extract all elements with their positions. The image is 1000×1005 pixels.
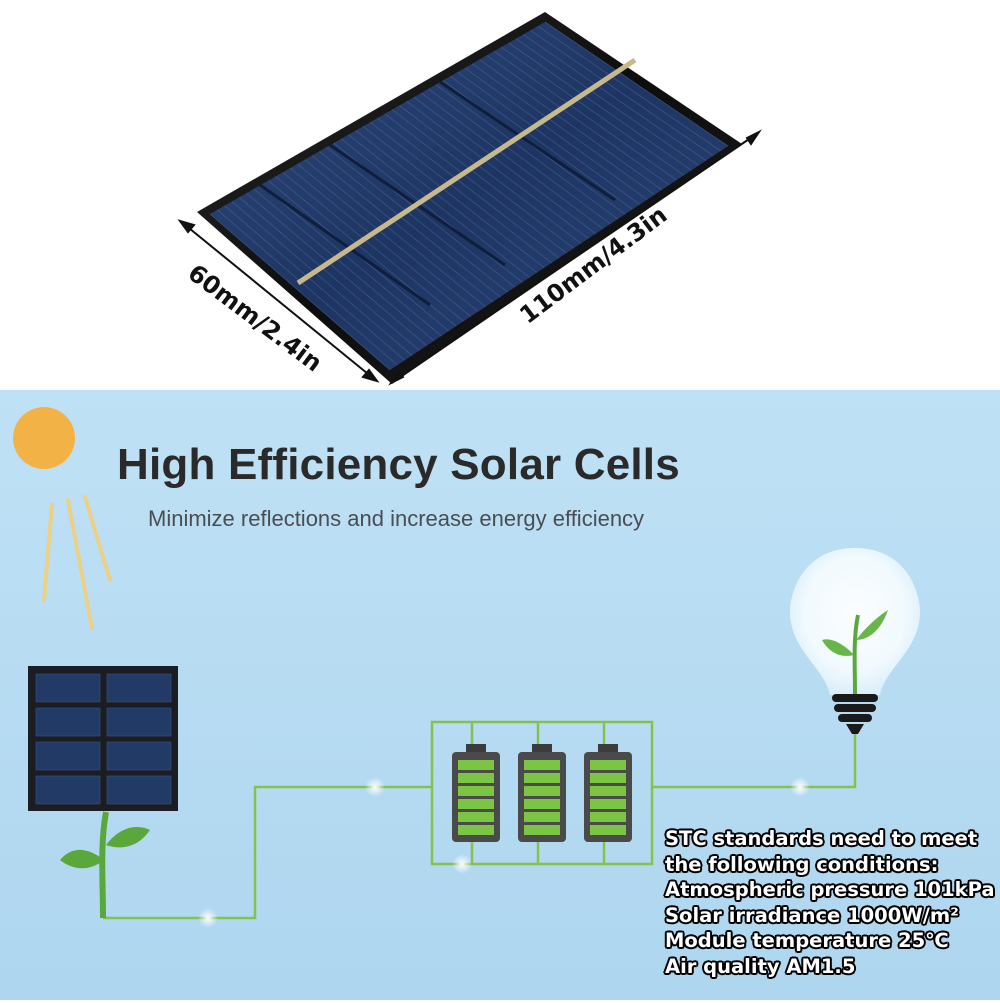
cell-line — [544, 21, 729, 147]
cell-line — [471, 63, 655, 196]
cell-line — [537, 25, 721, 152]
battery-charge-bar — [458, 786, 494, 796]
cell-line — [420, 92, 604, 230]
cell-line — [464, 67, 648, 200]
small-panel-cell — [106, 741, 172, 771]
battery-charge-bar — [458, 825, 494, 835]
small-panel-cell — [35, 707, 101, 737]
cell-line — [282, 171, 464, 322]
battery-charge-bar — [458, 760, 494, 770]
cell-line — [413, 96, 596, 234]
headline: High Efficiency Solar Cells — [117, 440, 680, 489]
cell-line — [450, 75, 633, 210]
cell-line — [304, 159, 486, 308]
battery-bank — [452, 744, 632, 842]
cell-line — [355, 130, 538, 273]
small-panel-cell — [106, 775, 172, 805]
battery-charge-bar — [590, 799, 626, 809]
stc-line: Atmospheric pressure 101kPa — [665, 878, 995, 901]
small-panel-cell — [35, 673, 101, 703]
cell-line — [217, 209, 398, 366]
cell-line — [399, 105, 582, 244]
cell-grid-lines — [209, 21, 729, 371]
small-panel-cell — [106, 673, 172, 703]
battery-cap — [532, 744, 552, 752]
cell-line — [435, 84, 619, 220]
cell-line — [253, 188, 435, 342]
small-panel-cell — [106, 707, 172, 737]
cell-line — [522, 34, 707, 161]
cell-line — [486, 55, 670, 186]
small-panel-cell — [35, 775, 101, 805]
cell-line — [246, 192, 427, 346]
sparkle-lights — [198, 777, 810, 928]
cell-line — [311, 155, 494, 303]
battery-charge-bar — [458, 799, 494, 809]
stc-conditions: STC standards need to meet the following… — [665, 826, 995, 996]
battery-charge-bar — [590, 812, 626, 822]
battery-charge-bar — [524, 773, 560, 783]
cell-line — [391, 109, 574, 249]
battery-charge-bar — [524, 760, 560, 770]
battery-cap — [598, 744, 618, 752]
battery-icon — [452, 744, 500, 842]
cell-line — [530, 30, 714, 157]
battery-charge-bar — [590, 825, 626, 835]
cell-line — [501, 46, 685, 176]
cell-line — [348, 134, 530, 278]
stc-line: Air quality AM1.5 — [665, 954, 856, 978]
cell-line — [369, 121, 552, 264]
cell-line — [318, 151, 501, 298]
cell-line — [238, 196, 420, 351]
cell-line — [340, 138, 523, 283]
sprout-icon — [60, 811, 150, 919]
battery-icon — [518, 744, 566, 842]
cell-line — [406, 100, 589, 239]
battery-cap — [466, 744, 486, 752]
cell-line — [297, 163, 479, 312]
cell-line — [326, 146, 508, 293]
cell-line — [377, 117, 560, 259]
cell-line — [231, 201, 413, 356]
battery-charge-bar — [458, 812, 494, 822]
cell-line — [479, 59, 663, 191]
cell-line — [362, 126, 545, 269]
battery-charge-bar — [458, 773, 494, 783]
stc-line: Module temperature 25℃ — [665, 929, 949, 952]
stc-line: STC standards need to meet — [665, 827, 978, 850]
subtitle: Minimize reflections and increase energy… — [148, 506, 645, 531]
cell-line — [457, 71, 641, 205]
cell-line — [428, 88, 611, 225]
cell-line — [493, 50, 677, 181]
cell-line — [515, 38, 699, 166]
battery-charge-bar — [524, 799, 560, 809]
stc-line: Solar irradiance 1000W/m² — [665, 903, 959, 927]
small-solar-panel-icon — [28, 666, 178, 811]
battery-charge-bar — [590, 786, 626, 796]
cell-line — [384, 113, 567, 254]
battery-charge-bar — [590, 760, 626, 770]
panel-busbar — [296, 57, 637, 286]
battery-charge-bar — [524, 825, 560, 835]
stc-line: the following conditions: — [665, 852, 939, 876]
product-photo — [0, 0, 1000, 390]
light-bulb-icon — [790, 548, 920, 734]
cell-line — [508, 42, 692, 171]
battery-charge-bar — [590, 773, 626, 783]
sun-icon — [13, 407, 112, 630]
cell-line — [209, 213, 391, 371]
small-panel-cell — [35, 741, 101, 771]
cell-line — [289, 167, 472, 317]
battery-charge-bar — [524, 812, 560, 822]
battery-charge-bar — [524, 786, 560, 796]
cell-line — [260, 184, 442, 337]
dimension-arrows — [177, 129, 762, 386]
battery-icon — [584, 744, 632, 842]
cell-line — [224, 205, 405, 361]
